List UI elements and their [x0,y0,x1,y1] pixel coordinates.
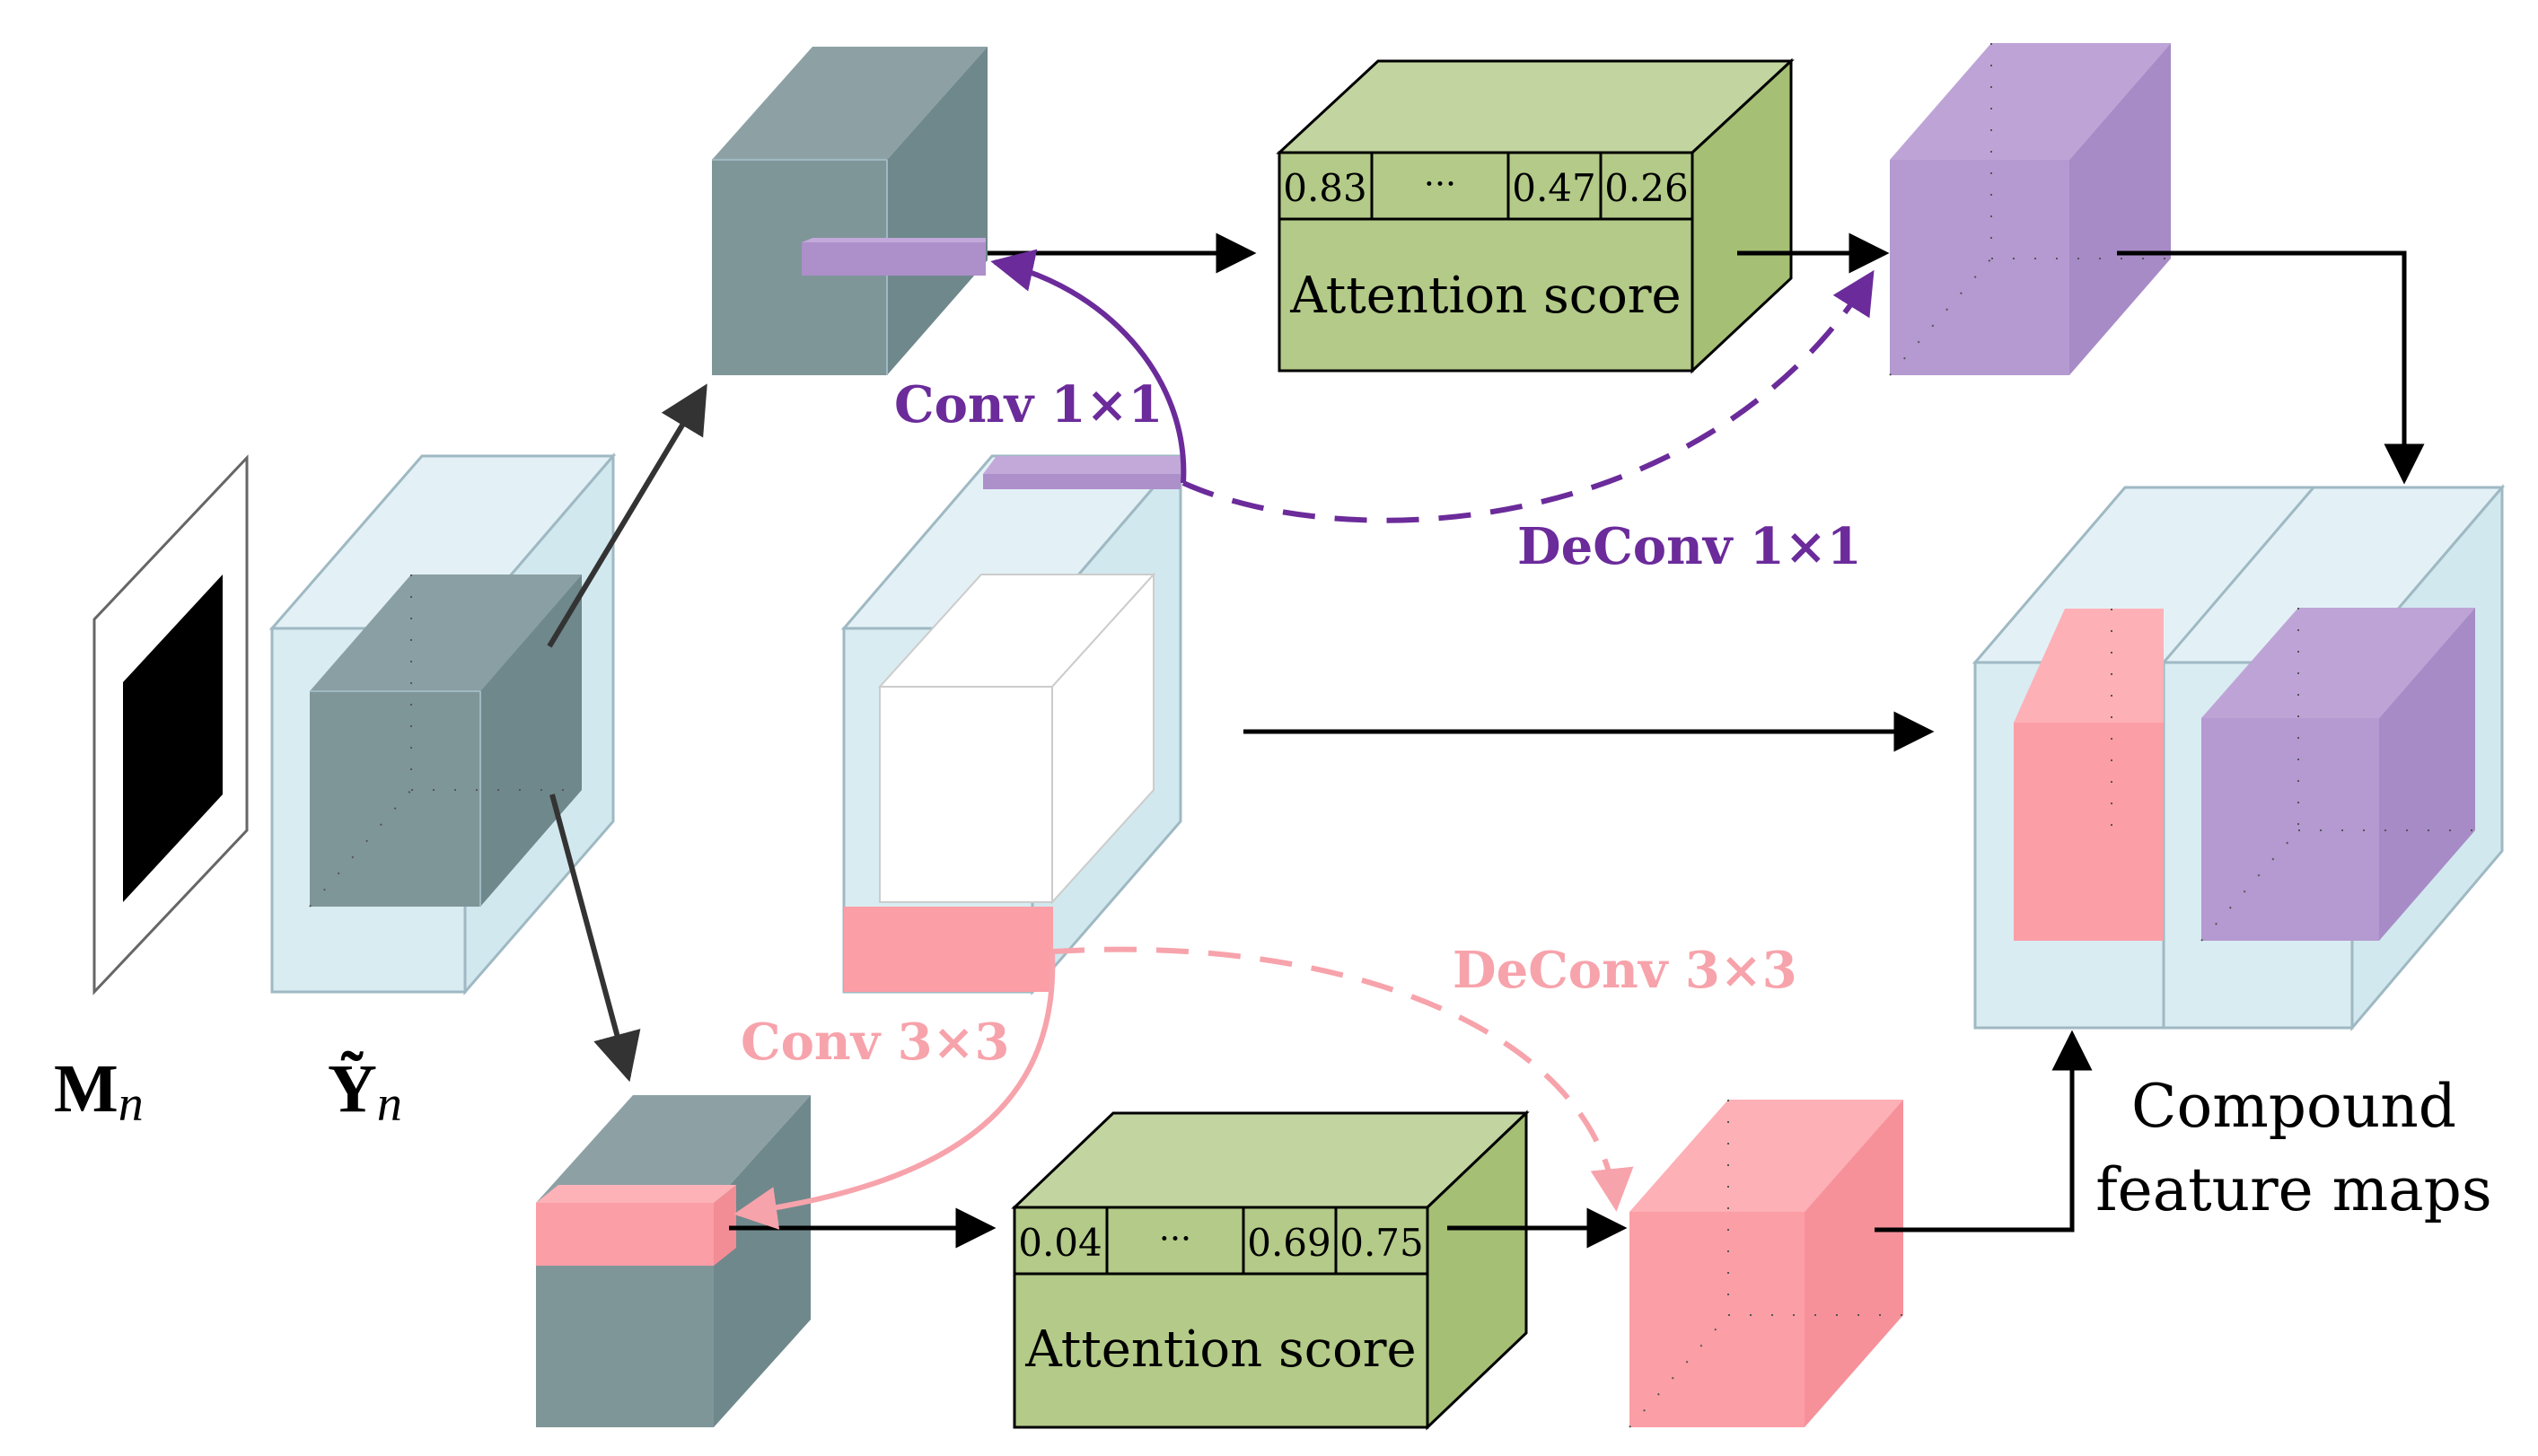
mask-label: Mn [54,1051,144,1132]
attention-bottom-cell-1: 0.04 [1018,1221,1102,1265]
attention-bottom-cell-ellipsis: ··· [1159,1219,1191,1259]
attention-top-title: Attention score [1289,267,1681,325]
attention-top-cell-4: 0.26 [1604,166,1689,210]
mask-panel [92,454,249,996]
attention-box-top: 0.83 ··· 0.47 0.26 Attention score [1276,57,1795,374]
top-slate-cube [712,47,988,375]
attention-top-cell-3: 0.47 [1512,166,1596,210]
conv-3x3-label: Conv 3×3 [741,1013,1010,1072]
deconv-3x3-label: DeConv 3×3 [1453,941,1797,1000]
conv-1x1-label: Conv 1×1 [894,375,1164,434]
attention-bottom-title: Attention score [1024,1320,1416,1379]
input-feature-box [268,452,617,996]
bottom-slate-cube [536,1095,811,1427]
attention-top-cell-ellipsis: ··· [1424,164,1456,204]
arrows [547,232,2425,1249]
attention-bottom-cell-4: 0.75 [1339,1221,1424,1265]
compound-label-line2: feature maps [2095,1155,2492,1224]
compound-label-line1: Compound [2131,1072,2456,1141]
input-label: Ỹn [328,1050,402,1132]
bottom-pink-cube [1629,1100,1903,1428]
top-purple-cube [1889,43,2171,376]
middle-feature-box [840,452,1184,996]
attention-box-bottom: 0.04 ··· 0.69 0.75 Attention score [1011,1110,1530,1431]
attention-bottom-cell-3: 0.69 [1247,1221,1331,1265]
labels: Conv 1×1 DeConv 1×1 Conv 3×3 DeConv 3×3 … [54,375,2492,1224]
attention-top-cell-1: 0.83 [1283,166,1367,210]
deconv-1x1-label: DeConv 1×1 [1517,517,1862,576]
compound-feature-box [1972,483,2506,1032]
